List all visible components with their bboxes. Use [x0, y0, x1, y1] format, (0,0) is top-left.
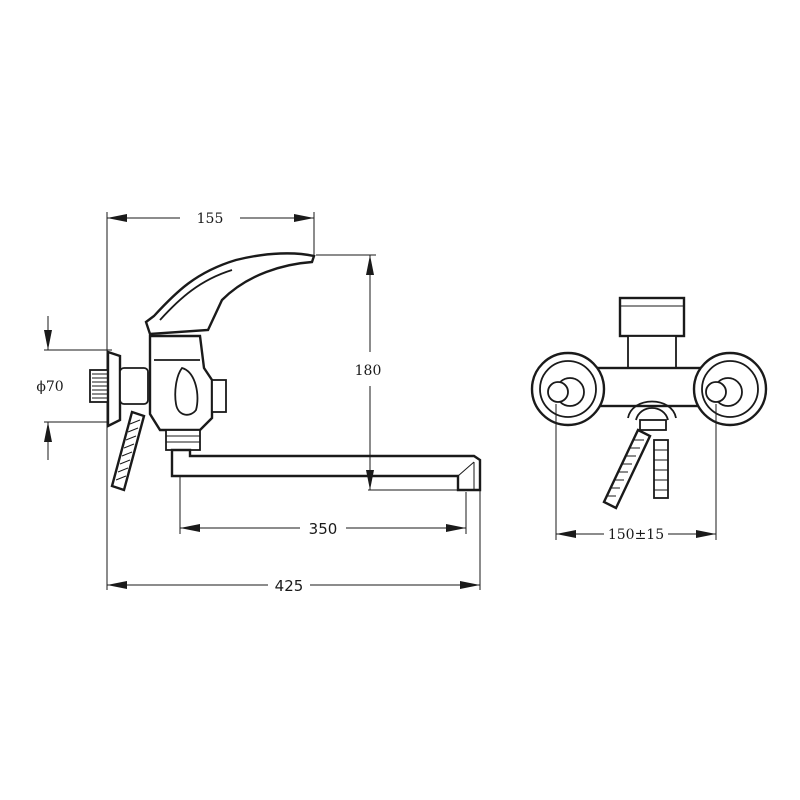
spout: [170, 448, 482, 492]
dimension-350-label: 350: [309, 520, 338, 538]
dimension-diameter-70-label: ϕ70: [36, 379, 63, 395]
lever-handle: [144, 252, 316, 336]
dimension-180: 180: [355, 255, 382, 490]
wall-connector: [89, 350, 149, 428]
cartridge-cap: [618, 296, 686, 371]
dimension-350: 350: [180, 520, 466, 538]
dimension-155-label: 155: [197, 211, 224, 227]
dimension-diameter-70: ϕ70: [36, 316, 64, 460]
mixer-body: [148, 334, 227, 451]
dimension-150: 150±15: [556, 527, 716, 543]
dimension-150-label: 150±15: [608, 527, 664, 543]
hose: [110, 410, 146, 492]
dimension-180-label: 180: [355, 363, 382, 379]
dimension-155: 155: [107, 211, 314, 227]
left-flange: [530, 351, 606, 427]
side-view: 155 180 ϕ70 350: [36, 211, 482, 595]
dimension-425-label: 425: [275, 577, 304, 595]
dimension-425: 425: [107, 577, 480, 595]
front-view: 150±15: [530, 296, 768, 543]
diverter-fitting: [653, 439, 669, 499]
front-hose: [602, 428, 652, 510]
right-flange: [692, 351, 768, 427]
